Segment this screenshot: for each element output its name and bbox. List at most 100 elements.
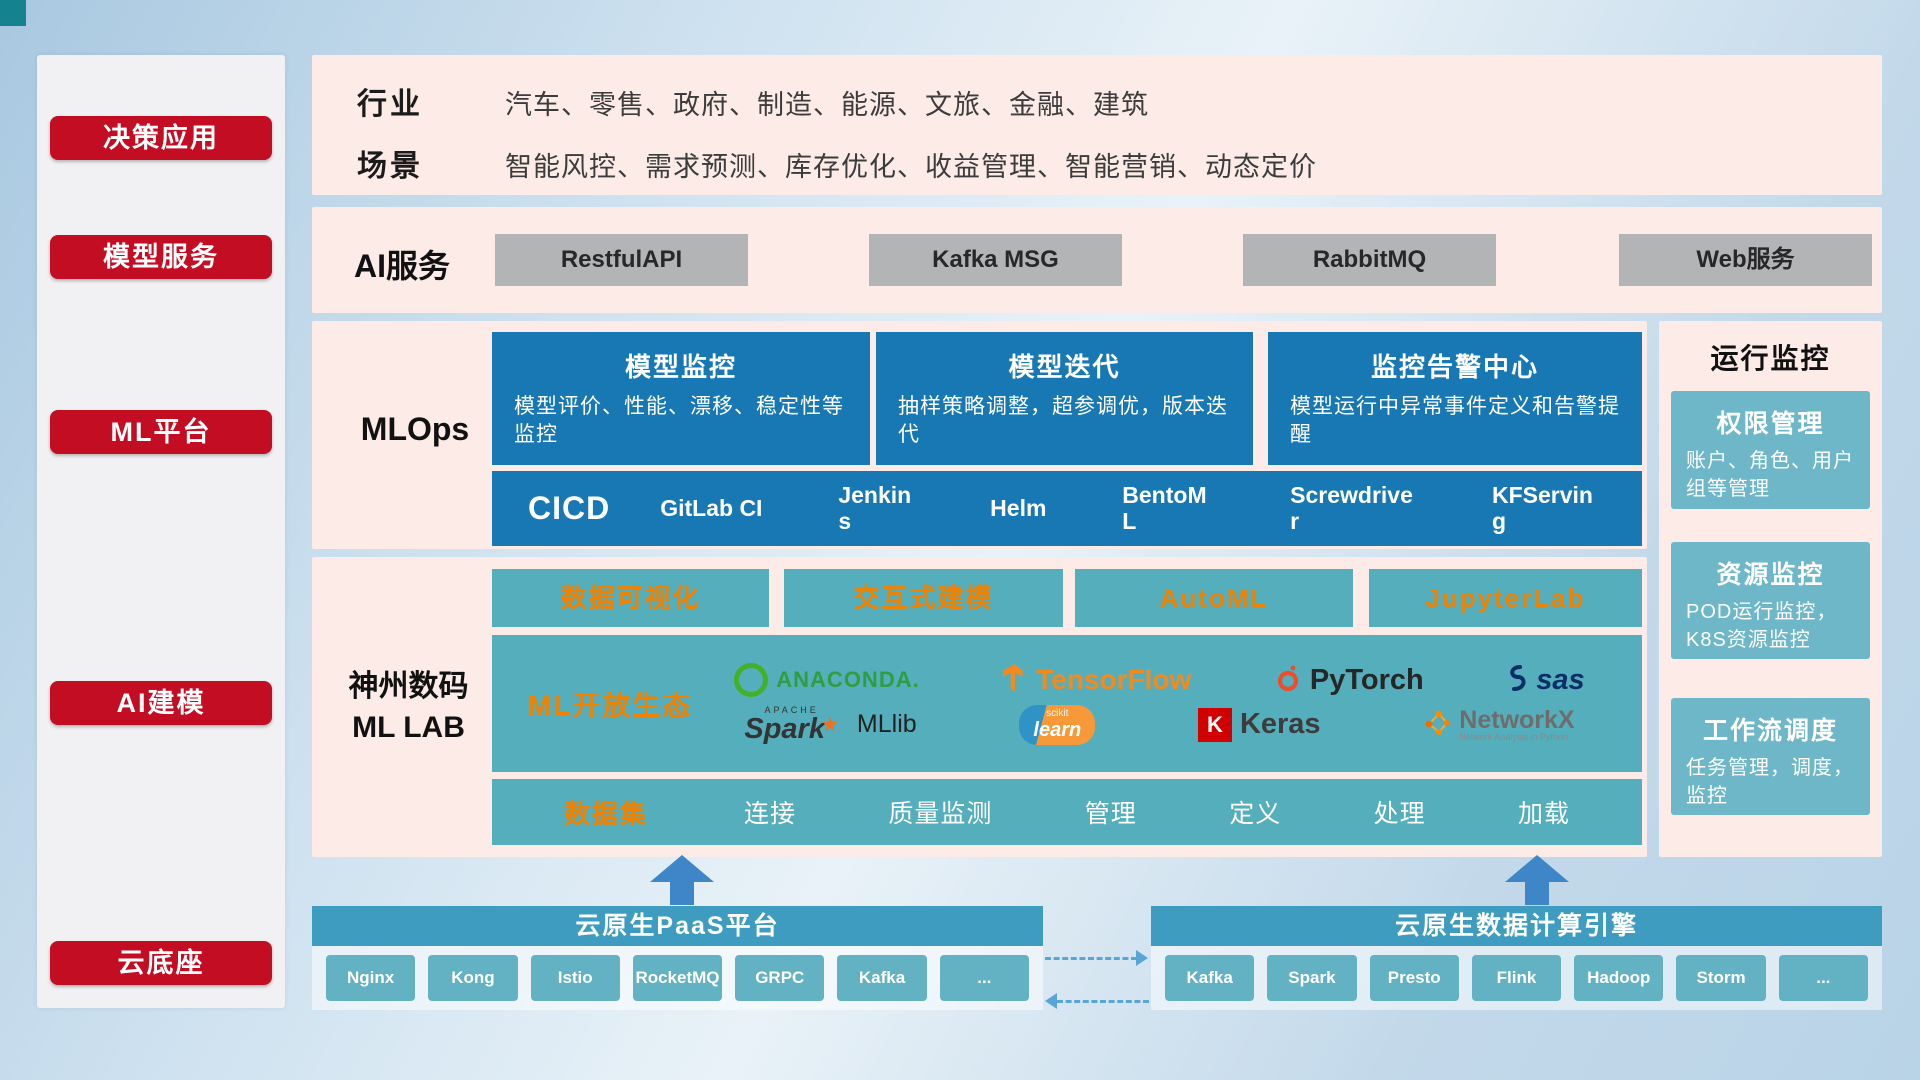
sidebar-item-decision-app[interactable]: 决策应用: [50, 116, 272, 160]
industry-scene-panel: 行业 汽车、零售、政府、制造、能源、文旅、金融、建筑 场景 智能风控、需求预测、…: [312, 55, 1882, 195]
sidebar-item-ml-platform[interactable]: ML平台: [50, 410, 272, 454]
dataset-items: 连接 质量监测 管理 定义 处理 加载: [648, 794, 1642, 830]
cicd-item-kfserving: KFServing: [1492, 481, 1593, 534]
mlops-card-model-monitor: 模型监控 模型评价、性能、漂移、稳定性等监控: [492, 332, 870, 465]
card-title: 权限管理: [1716, 410, 1825, 438]
paas-chip-nginx[interactable]: Nginx: [326, 955, 416, 1001]
engine-chip-kafka[interactable]: Kafka: [1165, 955, 1255, 1001]
card-desc: 账户、角色、用户组等管理: [1686, 450, 1854, 500]
dataset-label: 数据集: [564, 798, 649, 829]
card-desc: 模型运行中异常事件定义和告警提醒: [1290, 395, 1620, 447]
dashed-arrow-left-line: [1057, 1000, 1149, 1003]
mlops-panel: MLOps 模型监控 模型评价、性能、漂移、稳定性等监控 模型迭代 抽样策略调整…: [312, 321, 1647, 549]
engine-chip-spark[interactable]: Spark: [1267, 955, 1357, 1001]
industry-list: 汽车、零售、政府、制造、能源、文旅、金融、建筑: [505, 90, 1149, 120]
anaconda-icon: [734, 663, 769, 697]
spark-apache-text: APACHE: [764, 704, 819, 715]
cicd-item-helm: Helm: [990, 495, 1047, 521]
dataset-item-define: 定义: [1229, 800, 1282, 828]
card-title: 资源监控: [1716, 561, 1825, 589]
pytorch-text: PyTorch: [1309, 663, 1424, 696]
corner-accent: [0, 0, 26, 26]
paas-chip-istio[interactable]: Istio: [530, 955, 620, 1001]
paas-chip-more[interactable]: ...: [939, 955, 1029, 1001]
scikit-learn-logo: scikit learn: [1019, 704, 1096, 745]
tensorflow-text: TensorFlow: [1036, 664, 1192, 695]
engine-chip-hadoop[interactable]: Hadoop: [1574, 955, 1664, 1001]
service-button-kafka-msg[interactable]: Kafka MSG: [869, 234, 1122, 286]
cicd-item-screwdriver: Screwdriver: [1290, 481, 1413, 534]
paas-chip-grpc[interactable]: GRPC: [735, 955, 825, 1001]
keras-icon: K: [1197, 707, 1232, 742]
paas-chip-kafka[interactable]: Kafka: [837, 955, 927, 1001]
up-arrow-right: [1505, 855, 1569, 905]
mllab-label: 神州数码 ML LAB: [326, 667, 491, 748]
engine-bar-title: 云原生数据计算引擎: [1151, 906, 1882, 946]
industry-label: 行业: [357, 88, 423, 121]
dashed-arrow-right-head: [1136, 950, 1148, 966]
pytorch-icon: [1274, 663, 1302, 698]
dataset-item-manage: 管理: [1084, 800, 1137, 828]
engine-chip-presto[interactable]: Presto: [1369, 955, 1459, 1001]
sas-icon: [1506, 664, 1528, 697]
tool-button-automl[interactable]: AutoML: [1075, 569, 1353, 627]
card-desc: 任务管理，调度，监控: [1686, 757, 1854, 807]
service-button-restfulapi[interactable]: RestfulAPI: [495, 234, 748, 286]
card-title: 工作流调度: [1702, 717, 1838, 745]
keras-text: Keras: [1239, 708, 1321, 740]
networkx-subtitle: Network Analysis in Python: [1459, 731, 1568, 742]
learn-text: learn: [1033, 718, 1082, 741]
ai-service-label: AI服务: [354, 248, 451, 284]
mlops-card-model-iteration: 模型迭代 抽样策略调整，超参调优，版本迭代: [876, 332, 1253, 465]
cicd-label: CICD: [528, 490, 611, 526]
ecosystem-logos: ANACONDA. TensorFlow PyTorch sas: [693, 663, 1642, 745]
tool-button-interactive-modeling[interactable]: 交互式建模: [784, 569, 1063, 627]
paas-chip-kong[interactable]: Kong: [428, 955, 518, 1001]
service-button-web[interactable]: Web服务: [1619, 234, 1872, 286]
engine-chip-flink[interactable]: Flink: [1471, 955, 1562, 1001]
card-desc: POD运行监控，K8S资源监控: [1686, 601, 1838, 651]
mllab-label-line2: ML LAB: [352, 710, 465, 744]
card-title: 监控告警中心: [1370, 352, 1539, 382]
mllab-label-line1: 神州数码: [348, 670, 469, 703]
paas-chip-rocketmq[interactable]: RocketMQ: [632, 955, 723, 1001]
dashed-arrow-right-line: [1045, 957, 1137, 960]
sidebar-item-cloud-base[interactable]: 云底座: [50, 941, 272, 985]
mllib-text: MLlib: [856, 710, 917, 738]
monitor-card-resources: 资源监控 POD运行监控，K8S资源监控: [1671, 542, 1870, 659]
engine-strip: Kafka Spark Presto Flink Hadoop Storm ..…: [1151, 946, 1882, 1010]
sidebar-item-ai-modeling[interactable]: AI建模: [50, 681, 272, 725]
scikit-text: scikit: [1046, 707, 1069, 719]
tensorflow-logo: TensorFlow: [1002, 663, 1192, 697]
mllab-panel: 神州数码 ML LAB 数据可视化 交互式建模 AutoML JupyterLa…: [312, 557, 1647, 857]
pytorch-logo: PyTorch: [1274, 663, 1424, 698]
engine-chip-storm[interactable]: Storm: [1676, 955, 1766, 1001]
ai-service-panel: AI服务 RestfulAPI Kafka MSG RabbitMQ Web服务: [312, 207, 1882, 313]
cicd-items: GitLab CI Jenkins Helm BentoML Screwdriv…: [620, 481, 1642, 535]
left-rail: [37, 55, 285, 1008]
spark-mllib-logo: APACHE Spark★ MLlib: [744, 704, 917, 744]
anaconda-text: ANACONDA.: [776, 667, 920, 692]
anaconda-logo: ANACONDA.: [734, 663, 919, 697]
mlops-label: MLOps: [360, 411, 470, 447]
cicd-item-jenkins: Jenkins: [838, 481, 912, 534]
scene-list: 智能风控、需求预测、库存优化、收益管理、智能营销、动态定价: [505, 152, 1317, 182]
engine-chip-more[interactable]: ...: [1778, 955, 1868, 1001]
tool-button-data-viz[interactable]: 数据可视化: [492, 569, 769, 627]
card-desc: 模型评价、性能、漂移、稳定性等监控: [514, 395, 844, 447]
spark-icon: APACHE Spark★: [744, 704, 839, 744]
dashed-arrow-left-head: [1045, 993, 1057, 1009]
dataset-item-quality: 质量监测: [888, 800, 993, 828]
runtime-monitor-title: 运行监控: [1710, 343, 1831, 374]
cicd-bar: CICD GitLab CI Jenkins Helm BentoML Scre…: [492, 471, 1642, 546]
ecosystem-logo-row-1: ANACONDA. TensorFlow PyTorch sas: [693, 663, 1626, 698]
dataset-bar: 数据集 连接 质量监测 管理 定义 处理 加载: [492, 779, 1642, 845]
ecosystem-label: ML开放生态: [528, 689, 693, 721]
keras-logo: K Keras: [1197, 707, 1321, 742]
sidebar-item-model-service[interactable]: 模型服务: [50, 235, 272, 279]
service-button-rabbitmq[interactable]: RabbitMQ: [1243, 234, 1496, 286]
dataset-item-load: 加载: [1517, 800, 1570, 828]
networkx-logo: NetworkX Network Analysis in Python: [1423, 707, 1575, 742]
tensorflow-icon: [1002, 663, 1028, 697]
tool-button-jupyterlab[interactable]: JupyterLab: [1369, 569, 1642, 627]
